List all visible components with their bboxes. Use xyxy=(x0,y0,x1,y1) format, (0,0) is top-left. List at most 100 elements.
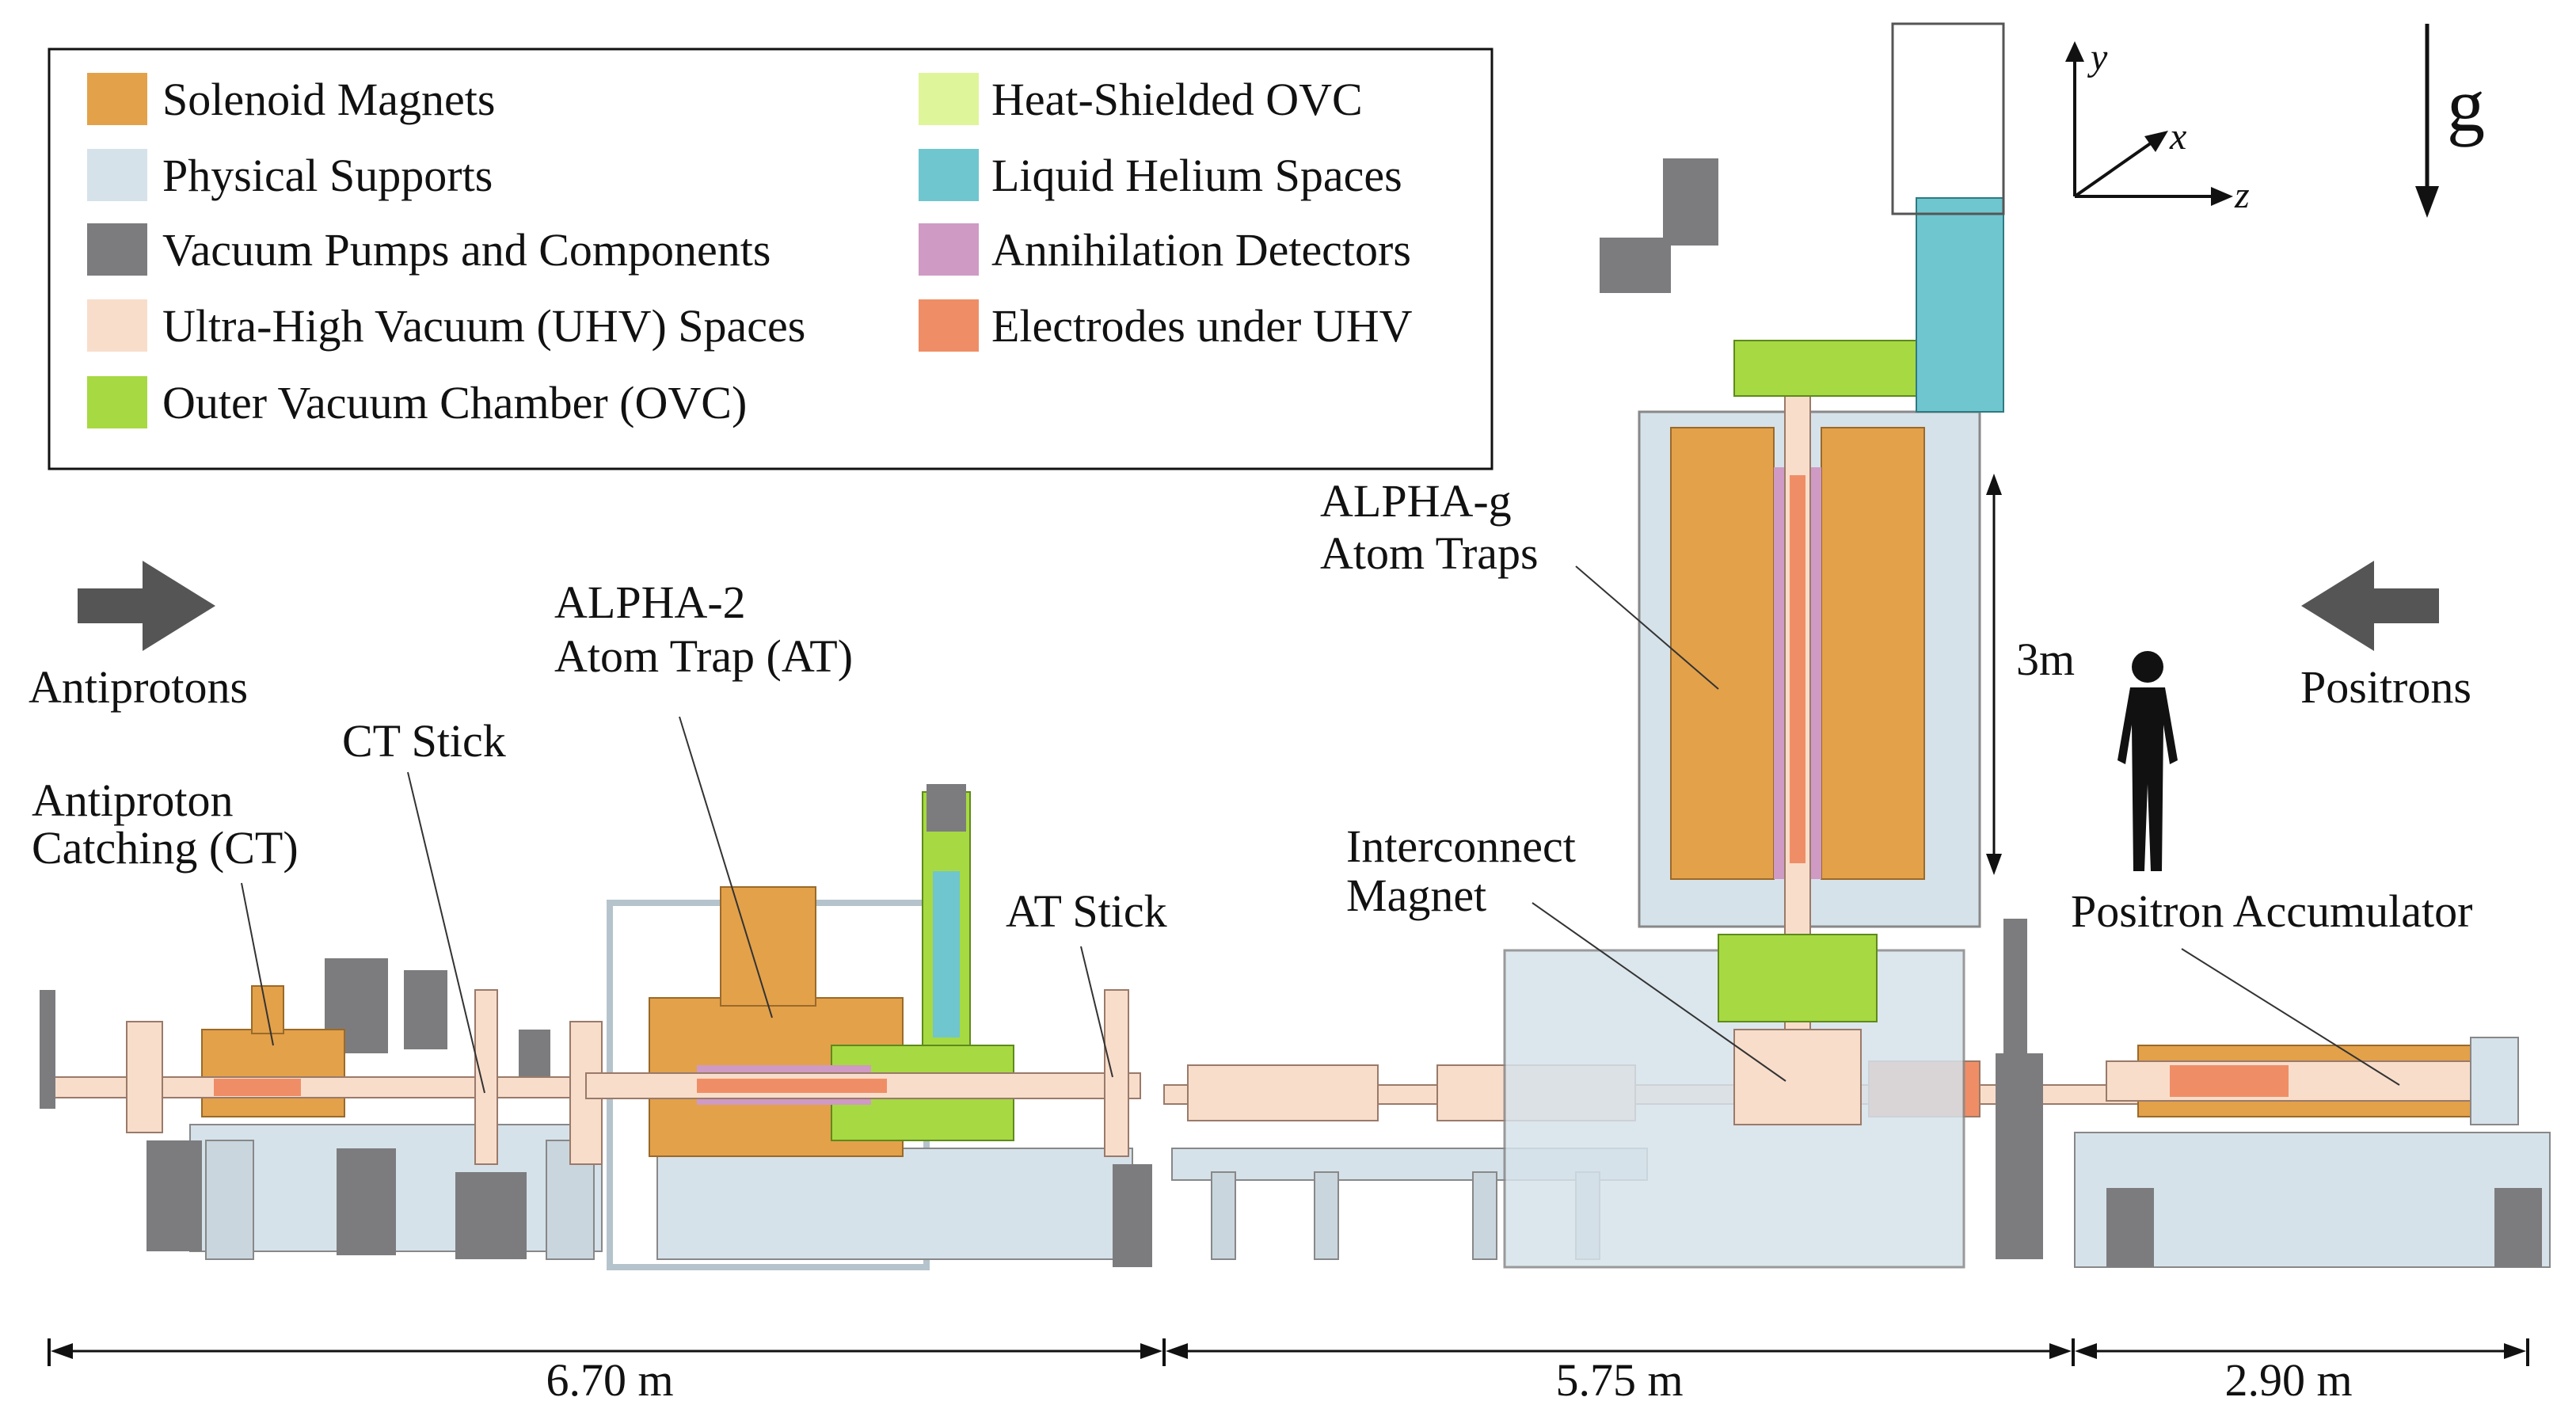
legend-swatch xyxy=(919,223,979,276)
legend-swatch xyxy=(919,73,979,125)
legend-label: Annihilation Detectors xyxy=(991,224,1411,276)
coordinate-axes-icon xyxy=(2065,41,2233,206)
positron-accumulator-section xyxy=(2074,1037,2551,1268)
alpha-g-section xyxy=(1503,22,2005,1269)
dimension-label-2: 5.75 m xyxy=(1555,1354,1683,1406)
alphag-leader xyxy=(1575,565,1719,690)
ct-pump xyxy=(337,1148,396,1255)
pa-beamline xyxy=(2106,1060,2519,1102)
interconnect-leader xyxy=(1532,902,1786,1082)
alphag-label-line1: ALPHA-g xyxy=(1320,475,1512,527)
alphag-pump xyxy=(1600,238,1671,293)
legend-label: Outer Vacuum Chamber (OVC) xyxy=(162,377,747,428)
alpha2-support xyxy=(656,1148,1133,1260)
ct-stick-label: CT Stick xyxy=(342,715,506,767)
alpha2-label-line2: Atom Trap (AT) xyxy=(554,630,853,682)
interconnect-cross xyxy=(1733,1029,1862,1125)
ct-leader xyxy=(241,882,274,1046)
transfer-leg xyxy=(1211,1171,1236,1260)
ct-pump-top xyxy=(404,970,447,1049)
length-dimensions: 6.70 m 5.75 m 2.90 m xyxy=(48,1338,2529,1406)
legend-swatch xyxy=(87,149,147,201)
transfer-magnet xyxy=(1187,1064,1379,1121)
legend-label: Physical Supports xyxy=(162,150,493,201)
legend-swatch xyxy=(87,299,147,352)
interconnect-gauge xyxy=(2003,919,2027,1061)
ct-valve xyxy=(40,990,55,1109)
gravity-arrow-icon xyxy=(2415,24,2439,218)
legend-frame xyxy=(48,48,1493,470)
antiprotons-label: Antiprotons xyxy=(29,661,248,713)
ct-electrodes xyxy=(214,1079,301,1096)
antiproton-catching-section xyxy=(40,958,603,1260)
ct-pump xyxy=(146,1140,202,1251)
at-stick-tube xyxy=(1104,989,1129,1157)
alpha2-top-pump xyxy=(927,784,966,832)
alpha2-cryostat-top xyxy=(720,886,816,1007)
legend-swatch xyxy=(87,376,147,428)
legend-swatch xyxy=(87,73,147,125)
axis-y-label: y xyxy=(2087,36,2108,78)
pa-source-flange xyxy=(2470,1037,2519,1125)
ct-support-leg xyxy=(205,1140,254,1260)
height-label: 3m xyxy=(2016,634,2075,685)
alpha-2-section xyxy=(585,784,1152,1270)
alpha2-pump xyxy=(1113,1164,1152,1267)
alpha2-helium xyxy=(933,871,960,1037)
alpha2-label-line1: ALPHA-2 xyxy=(554,577,746,628)
alphag-service-tower xyxy=(1891,22,2005,215)
pa-pump xyxy=(2494,1188,2542,1267)
ct-label-line1: Antiproton xyxy=(32,775,234,826)
human-silhouette-icon xyxy=(2117,651,2178,871)
ct-solenoid xyxy=(201,1029,345,1117)
positrons-label: Positrons xyxy=(2300,661,2471,713)
ct-cross xyxy=(126,1021,163,1133)
ct-label-line2: Catching (CT) xyxy=(32,822,299,874)
ct-stick-tube xyxy=(474,989,498,1165)
legend-label: Electrodes under UHV xyxy=(991,300,1413,352)
positron-accumulator-leader xyxy=(2181,948,2400,1086)
interconnect-label-line1: Interconnect xyxy=(1346,820,1576,872)
dimension-label-3: 2.90 m xyxy=(2224,1354,2352,1406)
gravity-label: g xyxy=(2447,63,2485,147)
height-dimension xyxy=(1986,474,2002,875)
legend-swatch xyxy=(919,299,979,352)
pa-pump xyxy=(2106,1188,2154,1267)
axis-x-label: x xyxy=(2169,116,2186,158)
ct-solenoid-turret xyxy=(251,985,284,1034)
pa-electrodes xyxy=(2170,1065,2289,1097)
positron-accumulator-label: Positron Accumulator xyxy=(2071,885,2472,937)
alphag-solenoid-left xyxy=(1670,427,1775,880)
legend-label: Liquid Helium Spaces xyxy=(991,150,1402,201)
legend-label: Ultra-High Vacuum (UHV) Spaces xyxy=(162,300,805,352)
alphag-electrodes xyxy=(1790,475,1805,863)
alphag-helium-dewar xyxy=(1916,197,2004,413)
alphag-pump xyxy=(1663,158,1718,246)
legend-label: Vacuum Pumps and Components xyxy=(162,224,771,276)
leader-lines xyxy=(241,565,2400,1094)
legend-label: Heat-Shielded OVC xyxy=(991,74,1363,125)
legend-label: Solenoid Magnets xyxy=(162,74,495,125)
ct-stick-leader xyxy=(407,771,485,1094)
ct-gauge xyxy=(519,1030,550,1077)
alpha2-electrodes xyxy=(697,1079,887,1093)
transfer-leg xyxy=(1472,1171,1497,1260)
alpha2-leader xyxy=(679,716,773,1018)
dimension-label-1: 6.70 m xyxy=(546,1354,673,1406)
ct-pump xyxy=(455,1172,527,1259)
transfer-leg xyxy=(1314,1171,1339,1260)
axis-z-label: z xyxy=(2234,174,2250,216)
at-stick-label: AT Stick xyxy=(1006,885,1167,937)
interconnect-label-line2: Magnet xyxy=(1346,870,1486,921)
alphag-solenoid-right xyxy=(1821,427,1925,880)
antiproton-arrow-icon xyxy=(78,561,215,651)
alphag-label-line2: Atom Traps xyxy=(1320,527,1539,579)
legend-swatch xyxy=(87,223,147,276)
interconnect-pump xyxy=(1996,1053,2043,1259)
at-stick-leader xyxy=(1080,946,1113,1078)
positron-arrow-icon xyxy=(2301,561,2439,651)
interconnect-ovc xyxy=(1718,934,1878,1022)
